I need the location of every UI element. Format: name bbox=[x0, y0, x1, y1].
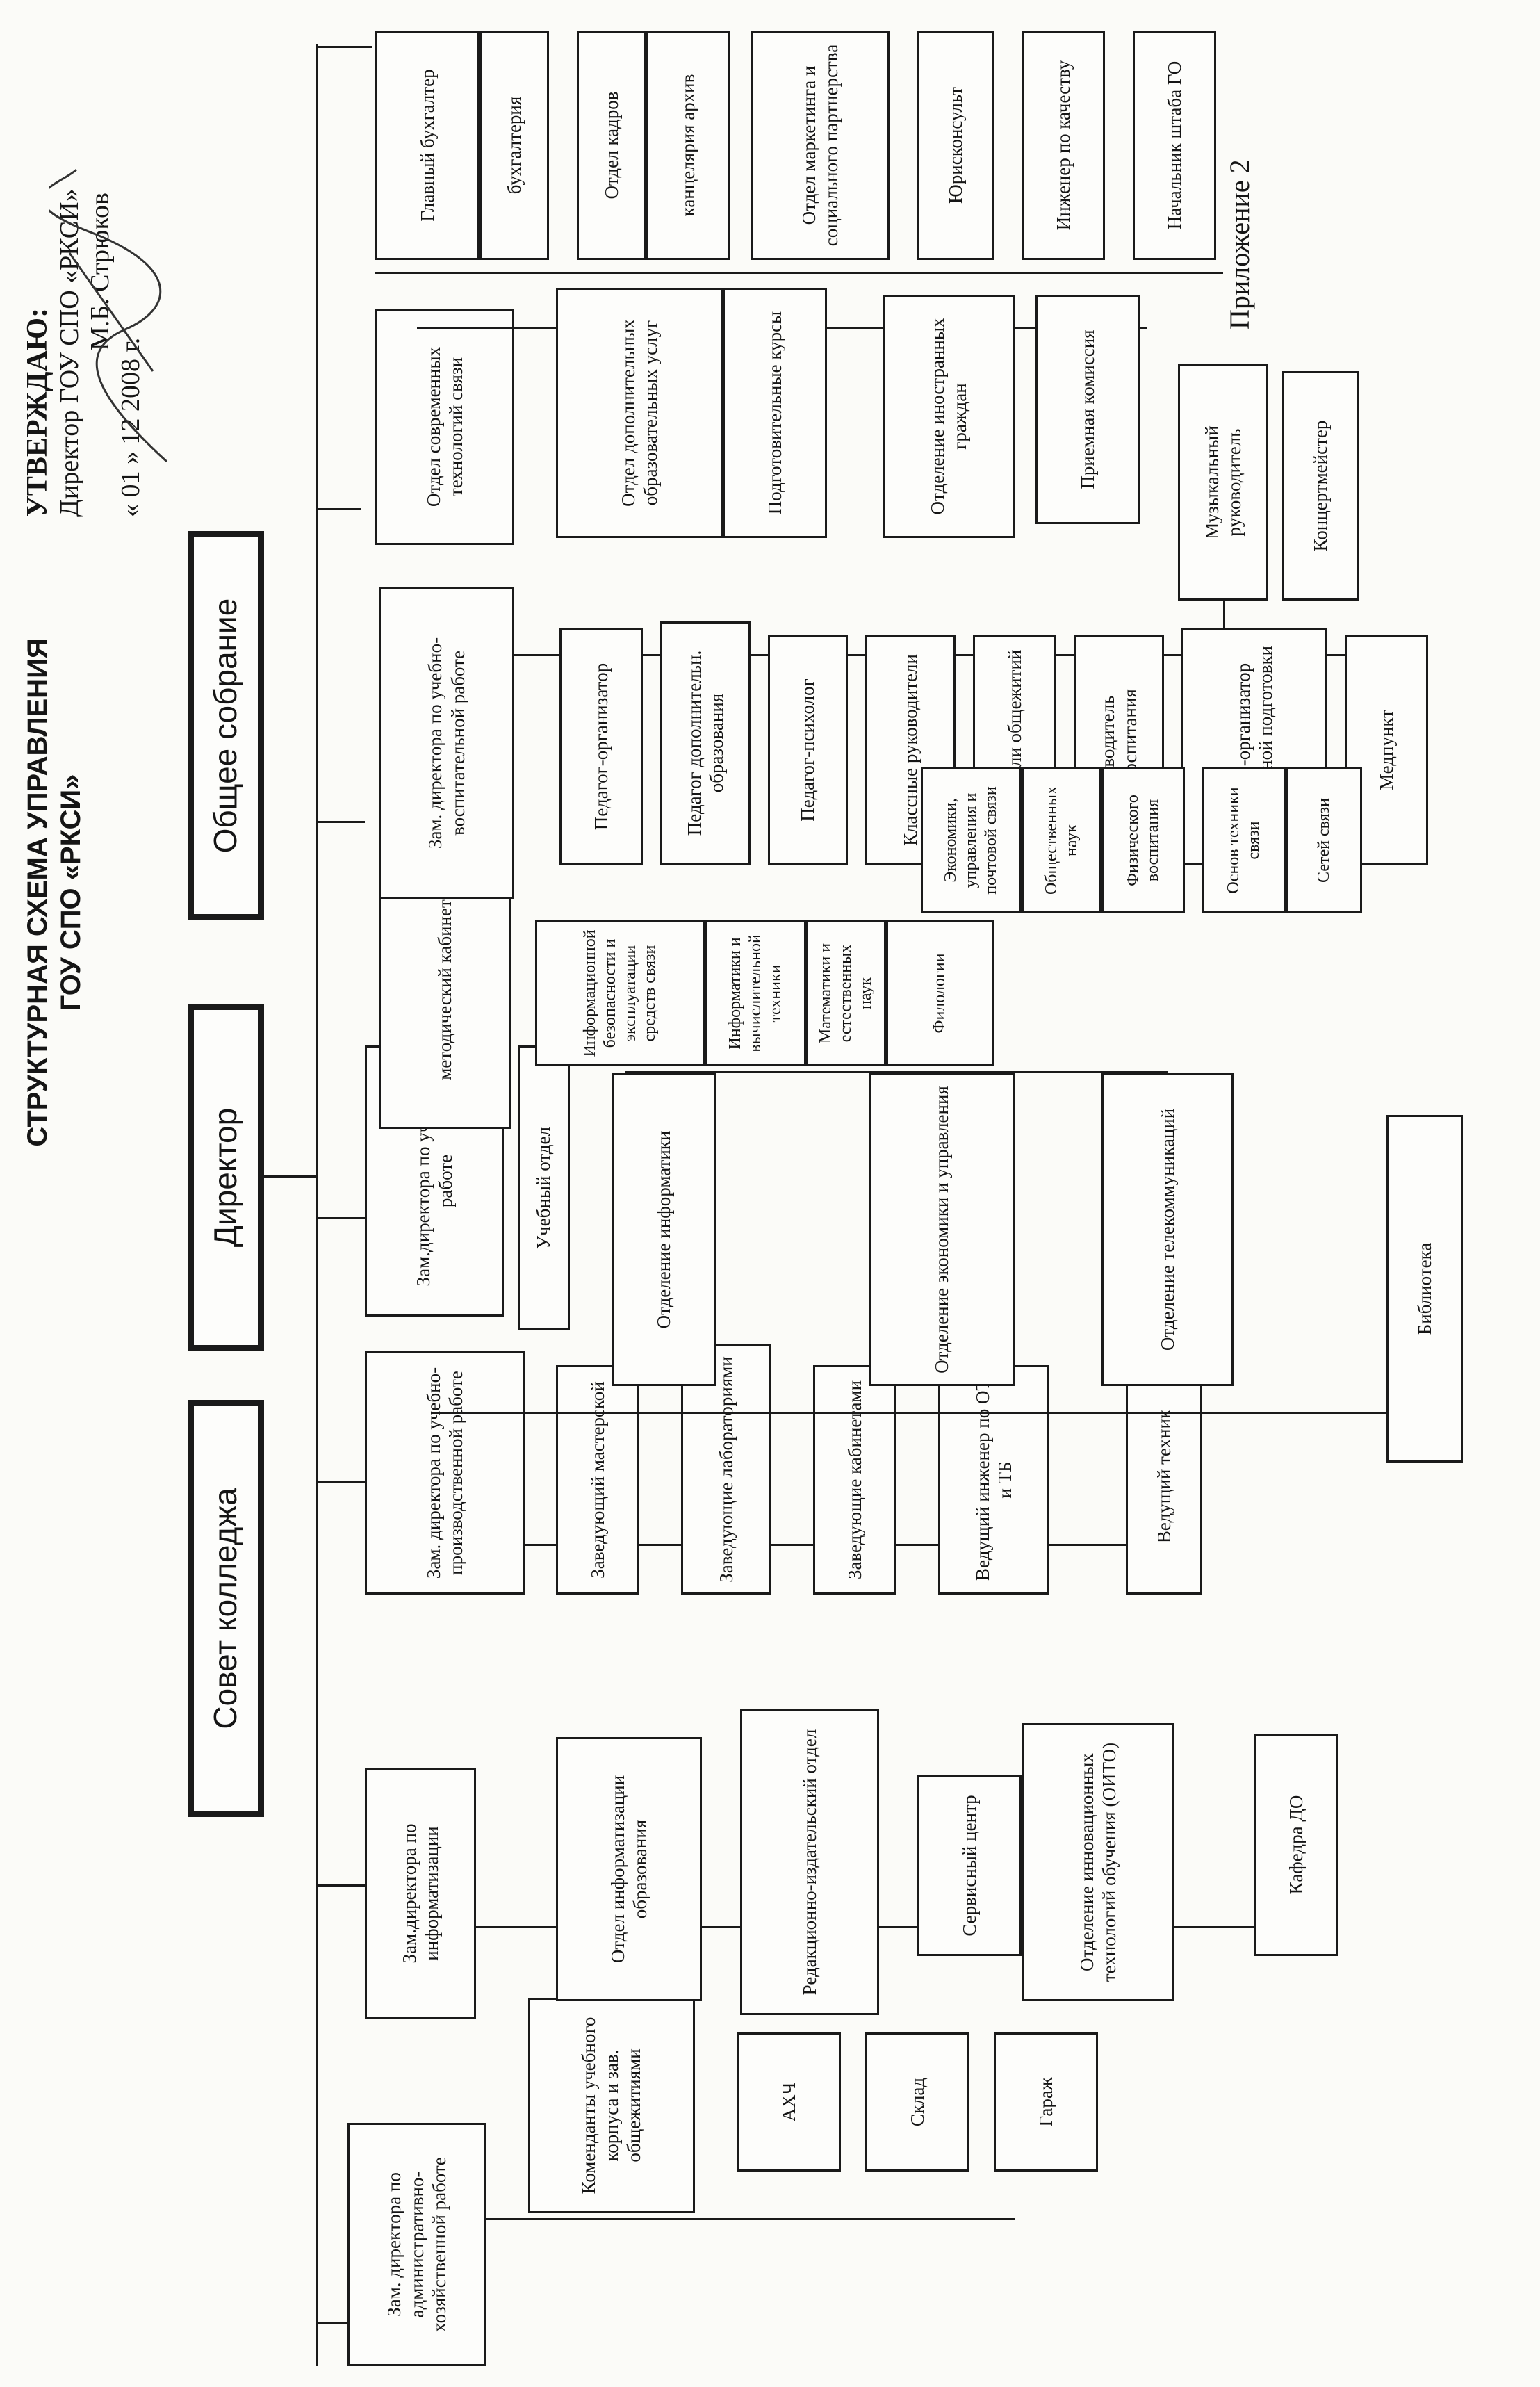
biblioteka-box: Библиотека bbox=[1386, 1115, 1463, 1463]
cycle-tele-2: Сетей связи bbox=[1286, 767, 1362, 913]
top-item-4: канцелярия архив bbox=[646, 31, 730, 260]
top-branch-line bbox=[375, 272, 1223, 274]
dept-telekom-box: Отделение телекоммуникаций bbox=[1101, 1073, 1234, 1386]
cycle-inf-4: Филологии bbox=[886, 920, 994, 1066]
inform-item-1: Отдел информатизации образования bbox=[556, 1737, 702, 2001]
cycle-inf-1: Информационной безопасности и эксплуатац… bbox=[535, 920, 705, 1066]
top-item-7: Инженер по качеству bbox=[1022, 31, 1105, 260]
diagram-title: СТРУКТУРНАЯ СХЕМА УПРАВЛЕНИЯ ГОУ СПО «РК… bbox=[21, 580, 88, 1205]
sovet-kolledzha-box: Совет колледжа bbox=[188, 1400, 264, 1817]
mid-item-2: Отдел дополнительных образовательных усл… bbox=[556, 288, 723, 538]
inform-item-5: Кафедра ДО bbox=[1254, 1734, 1338, 1956]
drop-vosp bbox=[316, 821, 365, 823]
cycle-inf-3: Математики и естественных наук bbox=[806, 920, 886, 1066]
aho-item-2: АХЧ bbox=[737, 2032, 841, 2172]
vosp-item-3: Педагог-психолог bbox=[768, 635, 848, 865]
cycles-link-line bbox=[625, 1071, 1168, 1073]
ucheb-branch-line bbox=[431, 1412, 1439, 1414]
title-line-2: ГОУ СПО «РКСИ» bbox=[56, 774, 86, 1011]
appendix-label: Приложение 2 bbox=[1224, 159, 1255, 329]
director-box: Директор bbox=[188, 1004, 264, 1351]
top-item-1: Главный бухгалтер bbox=[375, 31, 480, 260]
inform-item-3: Сервисный центр bbox=[917, 1775, 1022, 1956]
drop-aho bbox=[316, 2322, 347, 2324]
ucheb-otdel-box: Учебный отдел bbox=[518, 1045, 570, 1330]
approval-block: УТВЕРЖДАЮ: Директор ГОУ СПО «РКСИ» М.Б. … bbox=[21, 31, 202, 517]
music-1: Музыкальный руководитель bbox=[1178, 364, 1268, 601]
director-connector bbox=[264, 1175, 316, 1178]
drop-prod bbox=[316, 1481, 365, 1483]
aho-head-box: Зам. директора по административно-хозяйс… bbox=[347, 2123, 486, 2366]
drop-top bbox=[316, 46, 372, 48]
mid-item-5: Приемная комиссия bbox=[1035, 295, 1140, 524]
dept-informatiki-box: Отделение информатики bbox=[612, 1073, 716, 1386]
cycle-econ-2: Общественных наук bbox=[1022, 767, 1101, 913]
cycle-tele-1: Основ техники связи bbox=[1202, 767, 1286, 913]
top-item-5: Отдел маркетинга и социального партнерст… bbox=[751, 31, 890, 260]
cycle-econ-1: Экономики, управления и почтовой связи bbox=[921, 767, 1022, 913]
vosp-item-1: Педагог-организатор bbox=[559, 628, 643, 865]
prod-item-4: Ведущий инженер по ОТ и ТБ bbox=[938, 1365, 1049, 1595]
mid-item-3: Подготовительные курсы bbox=[723, 288, 827, 538]
inform-head-box: Зам.директора по информатизации bbox=[365, 1768, 476, 2019]
mid-item-4: Отделение иностранных граждан bbox=[883, 295, 1015, 538]
prod-item-3: Заведующие кабинетами bbox=[813, 1365, 896, 1595]
mid-item-1: Отдел современных технологий связи bbox=[375, 309, 514, 545]
top-item-6: Юрисконсульт bbox=[917, 31, 994, 260]
obshchee-sobranie-box: Общее собрание bbox=[188, 531, 264, 920]
top-item-2: бухгалтерия bbox=[480, 31, 549, 260]
top-item-3: Отдел кадров bbox=[577, 31, 646, 260]
aho-item-1: Коменданты учебного корпуса и зав. общеж… bbox=[528, 1998, 695, 2213]
cycle-econ-3: Физического воспитания bbox=[1101, 767, 1185, 913]
music-link-line bbox=[1223, 601, 1225, 628]
drop-ucheb bbox=[316, 1217, 365, 1219]
main-spine-line bbox=[316, 44, 318, 2366]
aho-item-4: Гараж bbox=[994, 2032, 1098, 2172]
drop-mid bbox=[316, 508, 361, 510]
inform-item-4: Отделение инновационных технологий обуче… bbox=[1022, 1723, 1174, 2001]
prod-item-1: Заведующий мастерской bbox=[556, 1365, 639, 1595]
signature-icon bbox=[49, 168, 168, 463]
vosp-item-2: Педагог дополнительн. образования bbox=[660, 621, 751, 865]
prod-head-box: Зам. директора по учебно-производственно… bbox=[365, 1351, 525, 1595]
vosp-head-box: Зам. директора по учебно-воспитательной … bbox=[379, 587, 514, 899]
aho-item-3: Склад bbox=[865, 2032, 969, 2172]
music-2: Концертмейстер bbox=[1282, 371, 1359, 601]
title-line-1: СТРУКТУРНАЯ СХЕМА УПРАВЛЕНИЯ bbox=[22, 638, 53, 1147]
top-item-8: Начальник штаба ГО bbox=[1133, 31, 1216, 260]
cycle-inf-2: Информатики и вычислительной техники bbox=[705, 920, 806, 1066]
prod-item-5: Ведущий техник bbox=[1126, 1358, 1202, 1595]
inform-item-2: Редакционно-издательский отдел bbox=[740, 1709, 879, 2015]
drop-inform bbox=[316, 1884, 365, 1887]
aho-branch-line bbox=[486, 2218, 1015, 2220]
dept-ekonomiki-box: Отделение экономики и управления bbox=[869, 1073, 1015, 1386]
